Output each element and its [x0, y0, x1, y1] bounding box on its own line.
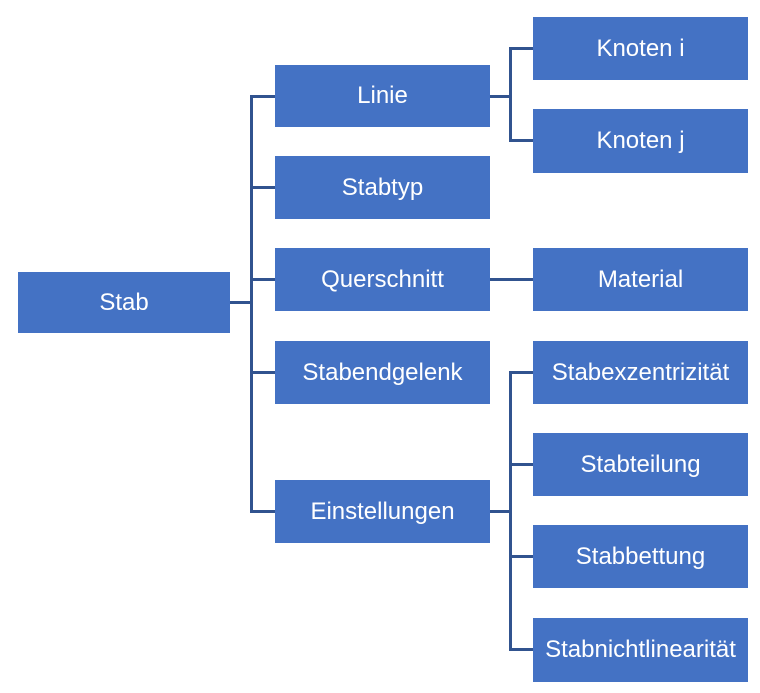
connector-einstellungen-out — [490, 510, 512, 513]
node-einstellungen: Einstellungen — [275, 480, 490, 543]
connector-trunk-einstellungen — [250, 510, 275, 513]
connector-linie-vertical — [509, 47, 512, 142]
connector-stab-trunk — [230, 301, 252, 304]
connector-knoten-i — [509, 47, 533, 50]
connector-linie-out — [490, 95, 512, 98]
node-querschnitt: Querschnitt — [275, 248, 490, 311]
connector-stabteilung — [509, 463, 533, 466]
node-knoten-i: Knoten i — [533, 17, 748, 80]
connector-knoten-j — [509, 139, 533, 142]
node-stabnichtlinearitaet: Stabnichtlinearität — [533, 618, 748, 682]
node-knoten-j: Knoten j — [533, 109, 748, 173]
node-material: Material — [533, 248, 748, 311]
node-stabtyp: Stabtyp — [275, 156, 490, 219]
connector-stabbettung — [509, 555, 533, 558]
connector-einstellungen-vertical — [509, 371, 512, 651]
connector-trunk-linie — [250, 95, 275, 98]
node-stabbettung: Stabbettung — [533, 525, 748, 588]
connector-trunk-stabtyp — [250, 186, 275, 189]
node-stabteilung: Stabteilung — [533, 433, 748, 496]
connector-stabnichtlinearitaet — [509, 648, 533, 651]
node-linie: Linie — [275, 65, 490, 127]
connector-trunk-stabendgelenk — [250, 371, 275, 374]
node-stabendgelenk: Stabendgelenk — [275, 341, 490, 404]
connector-querschnitt-material — [490, 278, 533, 281]
connector-trunk-querschnitt — [250, 278, 275, 281]
connector-trunk-vertical — [250, 95, 253, 513]
node-stabexzentrizitaet: Stabexzentrizität — [533, 341, 748, 404]
connector-stabexzentrizitaet — [509, 371, 533, 374]
node-stab: Stab — [18, 272, 230, 333]
